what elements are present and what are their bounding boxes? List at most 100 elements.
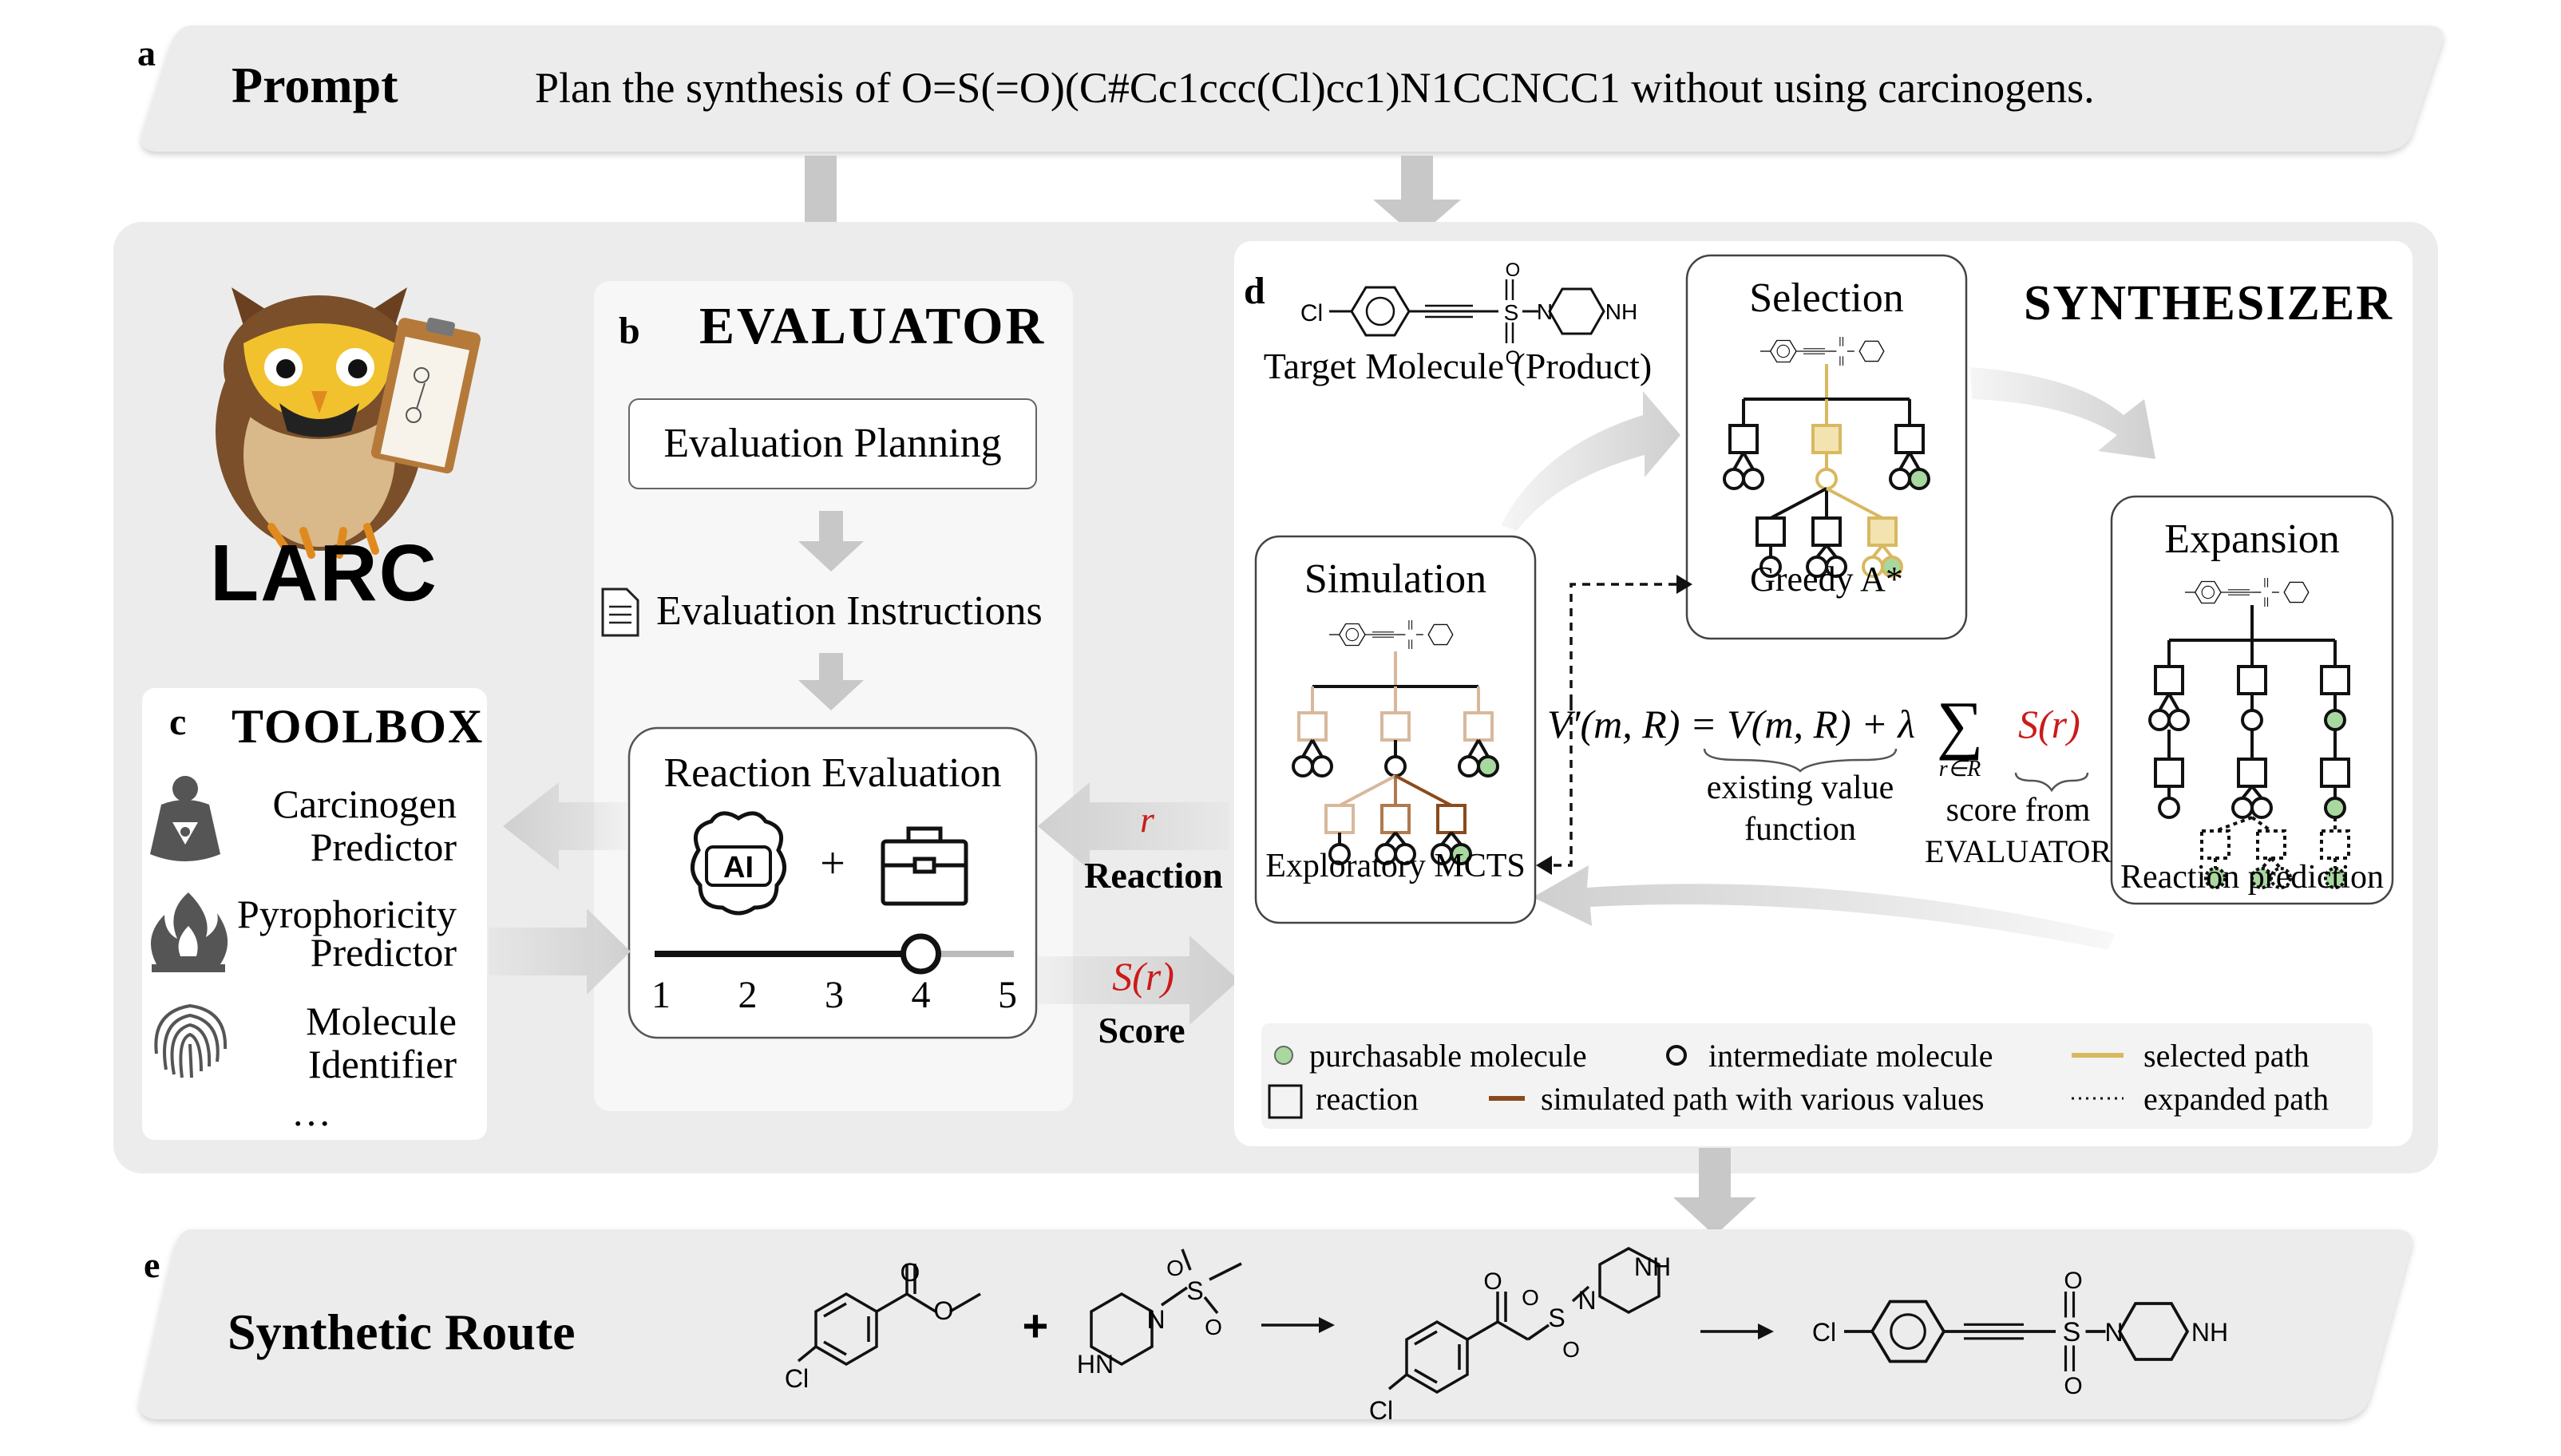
- svg-text:NH: NH: [1605, 299, 1637, 324]
- tree-purchasable-molecule: [2324, 709, 2346, 731]
- evaluation-planning-label: Evaluation Planning: [663, 421, 1001, 466]
- tool-carcinogen-line1: Carcinogen: [273, 781, 457, 826]
- tree-reaction-node: [2154, 758, 2184, 788]
- synthesizer-panel: [1234, 241, 2413, 1146]
- legend-selected: selected path: [2143, 1038, 2310, 1074]
- tree-intermediate-molecule: [1889, 468, 1911, 490]
- tree-reaction-node: [1894, 424, 1925, 454]
- tree-reaction-node: [2200, 829, 2230, 860]
- tree-purchasable-molecule: [1477, 755, 1499, 777]
- tree-edge: [2241, 785, 2254, 800]
- svg-text:O: O: [1522, 1285, 1539, 1310]
- selection-tree: [1723, 364, 1930, 578]
- tree-purchasable-molecule: [2324, 797, 2346, 819]
- svg-text:NH: NH: [2191, 1318, 2228, 1347]
- route-reactant-1: [797, 1264, 981, 1367]
- svg-text:S: S: [1186, 1276, 1203, 1305]
- tree-edge: [1826, 487, 1883, 520]
- tree-edge: [2250, 785, 2263, 800]
- fingerprint-icon: [154, 1003, 228, 1078]
- tree-edge: [1384, 831, 1397, 846]
- tree-intermediate-molecule: [1723, 468, 1745, 490]
- svg-text:Cl: Cl: [1300, 300, 1323, 326]
- tree-purchasable-molecule: [2324, 867, 2346, 889]
- tree-intermediate-molecule: [1815, 468, 1838, 490]
- tree-reaction-node: [1755, 516, 1786, 547]
- tree-reaction-node: [1297, 711, 1328, 742]
- svg-text:HN: HN: [1077, 1350, 1114, 1379]
- evaluation-instructions-label: Evaluation Instructions: [656, 588, 1043, 634]
- tree-edge: [1881, 544, 1894, 559]
- tree-reaction-node: [1811, 424, 1842, 454]
- tree-edge: [1908, 452, 1921, 470]
- tree-reaction-node: [1811, 516, 1842, 547]
- tree-edge: [1450, 831, 1463, 846]
- tree-intermediate-molecule: [1825, 556, 1847, 578]
- tree-intermediate-molecule: [1292, 755, 1314, 777]
- tree-reaction-node: [2237, 758, 2267, 788]
- tree-intermediate-molecule: [2241, 709, 2263, 731]
- tree-intermediate-molecule: [1384, 755, 1407, 777]
- toolbox-more: …: [291, 1090, 331, 1134]
- svg-text:N: N: [1146, 1305, 1165, 1334]
- svg-text:O: O: [2064, 1373, 2082, 1399]
- expansion-caption: Reaction prediction: [2120, 859, 2384, 896]
- tree-intermediate-molecule: [2270, 867, 2292, 889]
- legend-intermediate-swatch: [1666, 1045, 1687, 1066]
- slider-tick-label: 4: [912, 974, 931, 1016]
- larc-owl-logo: [216, 287, 481, 559]
- tree-edge: [1732, 452, 1745, 470]
- tree-intermediate-molecule: [1311, 755, 1333, 777]
- tree-edge: [2250, 816, 2273, 833]
- legend-purchasable-swatch: [1274, 1046, 1293, 1065]
- reaction-symbol: r: [1140, 799, 1155, 840]
- toolbox-panel: [142, 688, 487, 1140]
- tool-pyrophoricity-line2: Predictor: [311, 930, 457, 975]
- prompt-title: Prompt: [232, 57, 398, 113]
- svg-text:O: O: [1506, 347, 1521, 369]
- tool-pyrophoricity-line1: Pyrophoricity: [237, 892, 457, 936]
- score-label: Score: [1098, 1010, 1185, 1050]
- tree-reaction-node: [2320, 829, 2350, 860]
- svg-text:O: O: [934, 1296, 954, 1325]
- svg-text:N: N: [1537, 299, 1553, 324]
- document-icon: [601, 588, 639, 637]
- tree-edge: [1311, 739, 1324, 758]
- svg-text:N: N: [2104, 1318, 2123, 1347]
- svg-text:O: O: [1562, 1337, 1580, 1362]
- arrow-reaction-to-evaluator: [1038, 782, 1229, 870]
- svg-text:NH: NH: [1634, 1252, 1671, 1281]
- slider-tick-label: 2: [738, 974, 758, 1016]
- tree-edge: [2270, 857, 2282, 870]
- tree-edge: [1395, 774, 1452, 807]
- formula-brace-value: [1703, 748, 1898, 773]
- ai-brain-icon: AI: [691, 811, 786, 916]
- evaluation-planning-box: [628, 398, 1037, 489]
- route-intermediate: [1387, 1247, 1660, 1395]
- tree-reaction-node: [1380, 711, 1411, 742]
- toolbox-icon: [881, 826, 968, 906]
- tree-intermediate-molecule: [2167, 709, 2190, 731]
- tree-purchasable-molecule: [1881, 556, 1903, 578]
- tree-edge: [1467, 739, 1480, 758]
- prompt-text: Plan the synthesis of O=S(=O)(C#Cc1ccc(C…: [535, 64, 2095, 112]
- tree-edge: [1815, 544, 1828, 559]
- route-arrow-2: [1700, 1323, 1774, 1339]
- carcinogen-icon: [150, 776, 220, 861]
- svg-text:Cl: Cl: [785, 1364, 809, 1393]
- formula-sum-subscript: r∈R: [1939, 757, 1981, 781]
- target-molecule-structure: Cl S O O N NH: [1300, 259, 1637, 369]
- formula-annotation-value-l2: function: [1744, 811, 1856, 848]
- arrow-toolbox-to-evaluator: [489, 908, 631, 995]
- tree-intermediate-molecule: [1394, 843, 1416, 865]
- svg-text:N: N: [1577, 1286, 1596, 1315]
- legend-panel: [1261, 1023, 2373, 1129]
- tree-intermediate-molecule: [2148, 709, 2171, 731]
- ai-plus-sign: +: [820, 839, 845, 888]
- tree-edge: [1742, 452, 1755, 470]
- tree-reaction-node: [1380, 804, 1411, 834]
- route-arrow-1: [1261, 1317, 1335, 1333]
- expansion-title: Expansion: [2164, 516, 2340, 562]
- ai-icon-label: AI: [723, 851, 754, 884]
- simulation-title: Simulation: [1304, 556, 1486, 602]
